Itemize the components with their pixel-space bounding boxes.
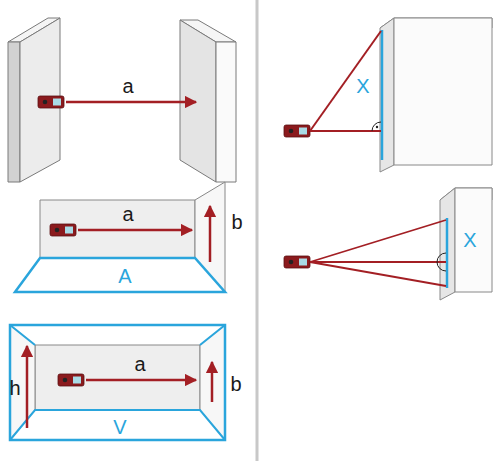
height-label: h xyxy=(7,377,22,399)
area-label: A xyxy=(116,265,133,287)
area-panel xyxy=(15,182,225,292)
pillar xyxy=(440,188,492,300)
distance-label: a xyxy=(120,75,135,97)
distance-label: a xyxy=(120,203,135,225)
height-label: X xyxy=(461,229,478,251)
divider xyxy=(256,0,259,461)
volume-panel xyxy=(10,325,225,440)
distance-label: b xyxy=(229,211,244,233)
distance-label: b xyxy=(228,373,243,395)
volume-label: V xyxy=(111,416,128,438)
walls-panel xyxy=(8,18,236,182)
distance-label: a xyxy=(132,353,147,375)
height-label: X xyxy=(354,75,371,97)
building xyxy=(380,18,492,172)
